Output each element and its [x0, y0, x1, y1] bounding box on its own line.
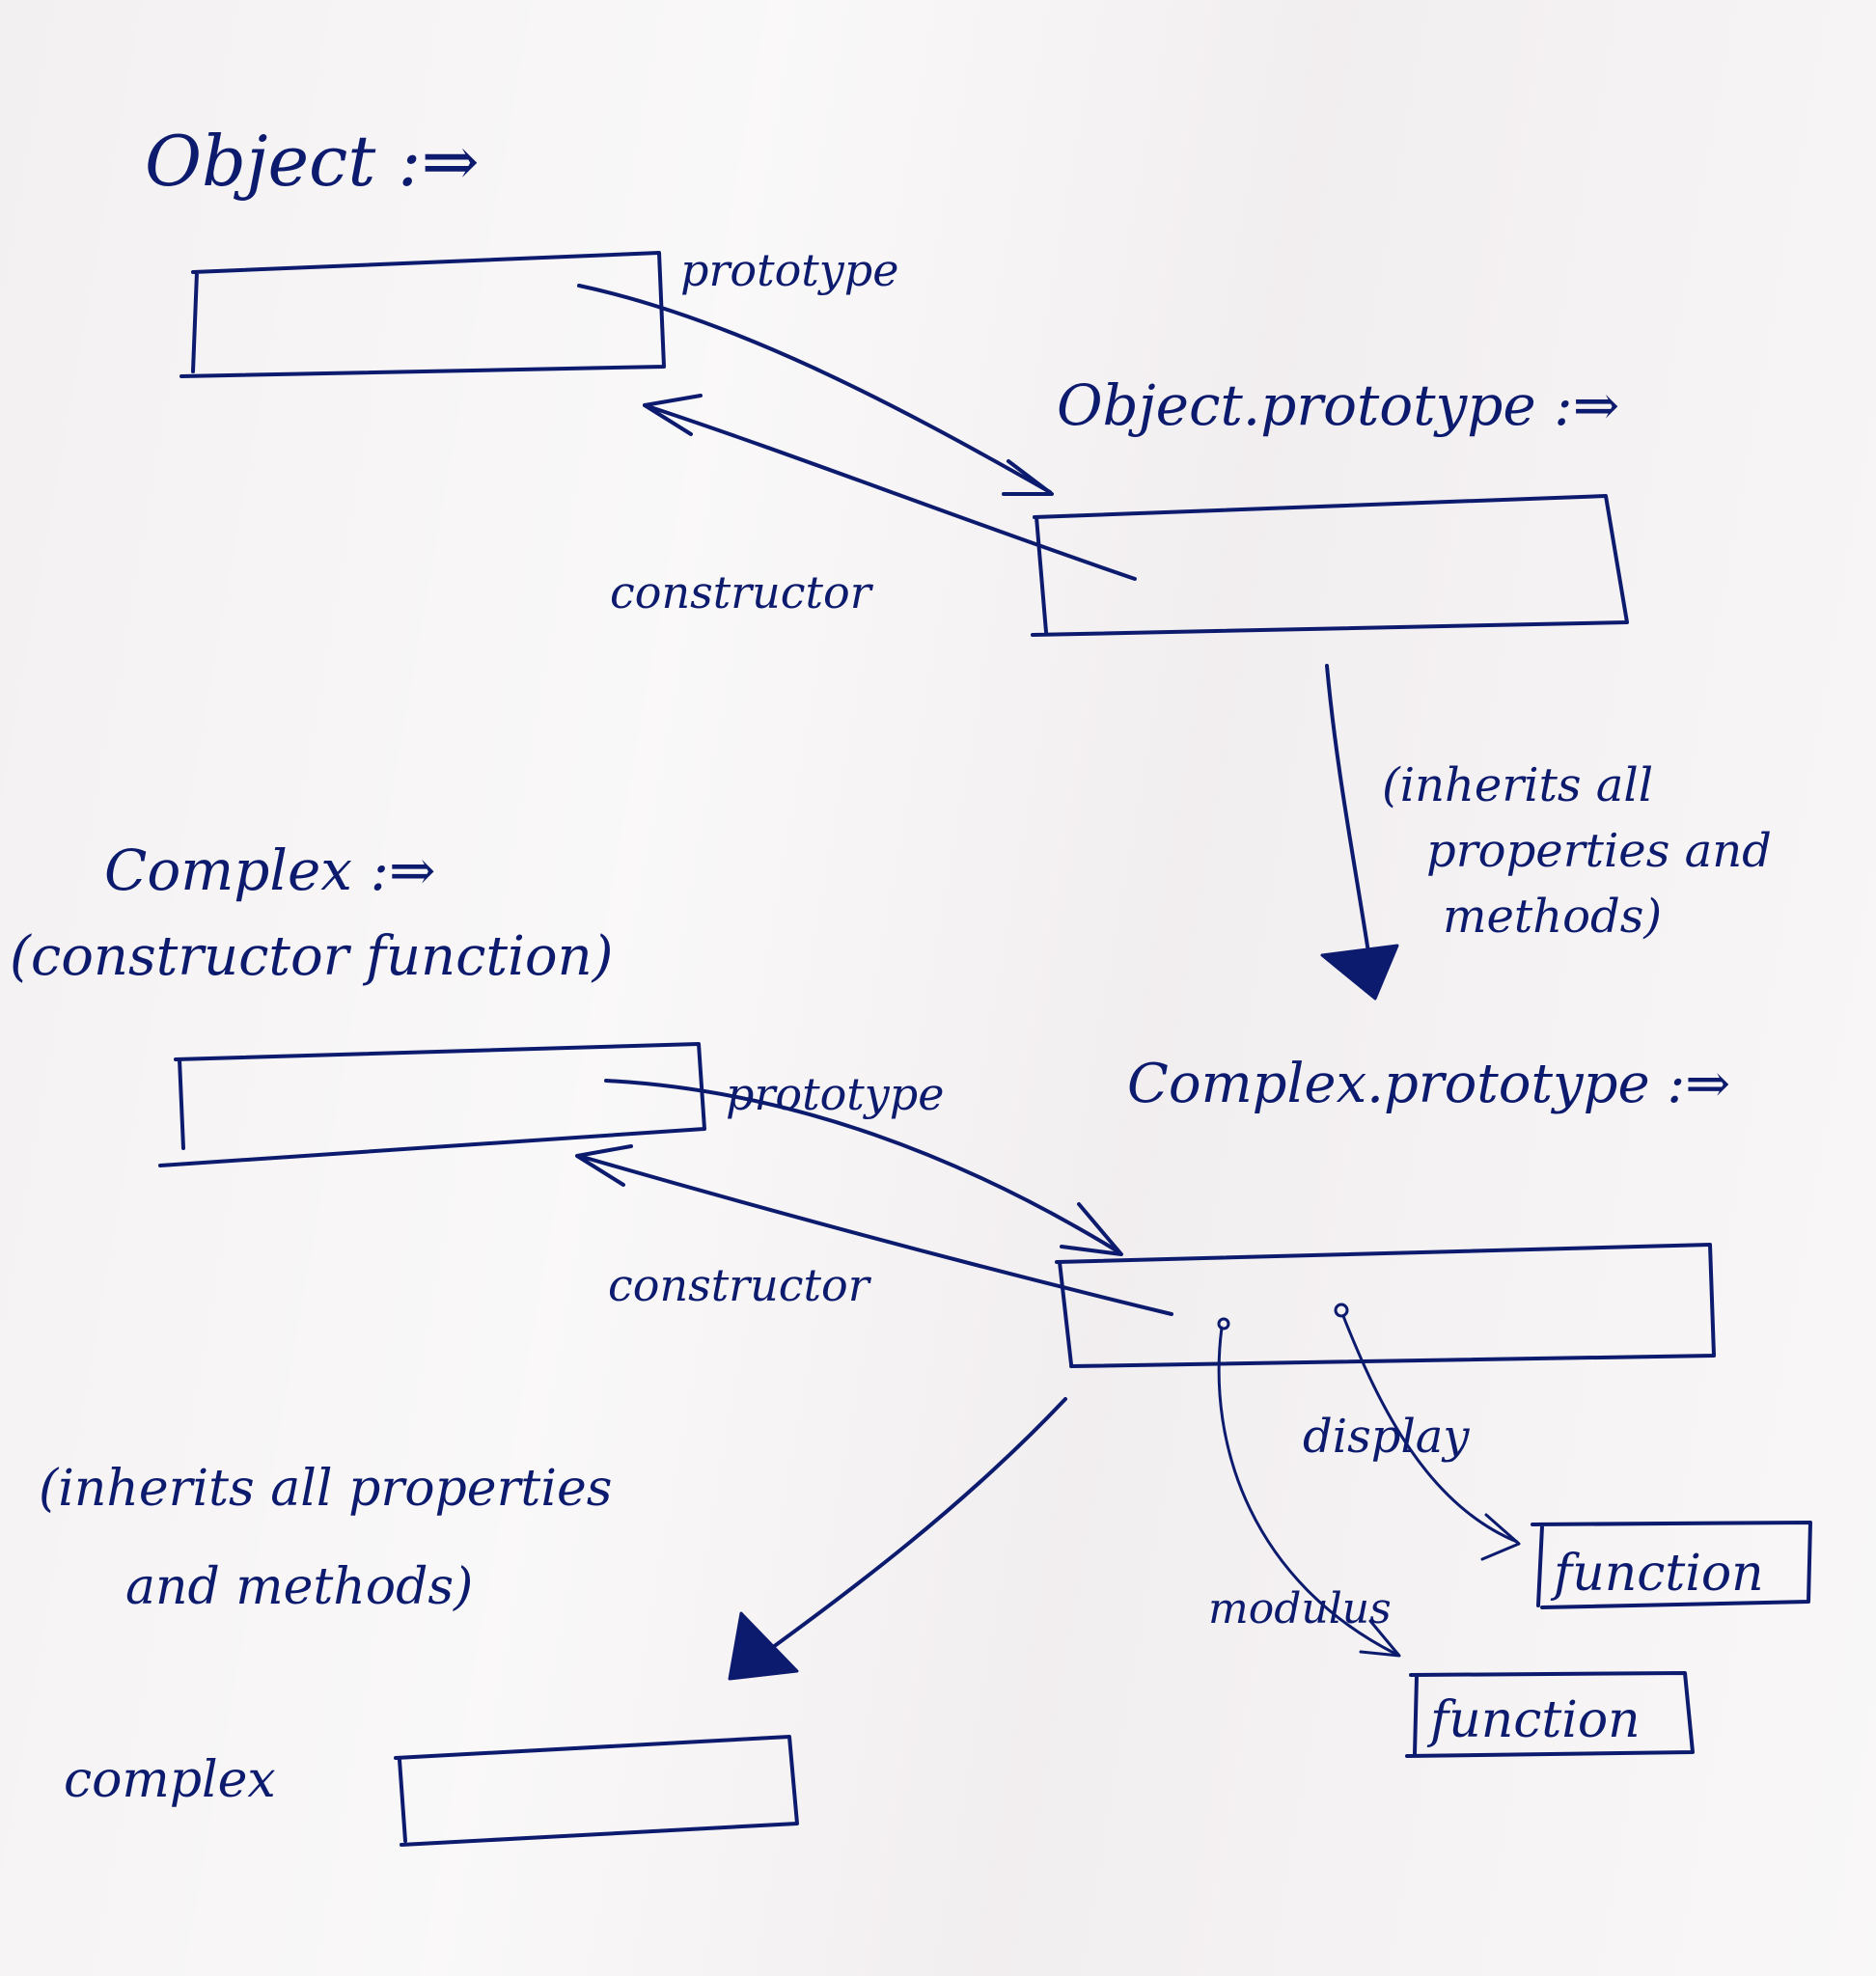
display-edge-label: display [1303, 1410, 1470, 1464]
function-box-2-label: function [1426, 1691, 1641, 1749]
complex-box [158, 1042, 706, 1167]
complex-prototype-title: Complex.prototype :⇒ [1127, 1053, 1730, 1115]
inherits-note-bottom-line2: and methods) [125, 1558, 473, 1616]
inherits-arrowhead-top [1320, 944, 1399, 1001]
modulus-pointer-origin [1217, 1317, 1230, 1331]
inherits-note-top-line3: methods) [1443, 890, 1662, 944]
object-constructor-arrow [643, 403, 1137, 581]
display-pointer-origin [1334, 1303, 1349, 1318]
complex-constructor-arrowhead [575, 1144, 633, 1187]
function-box-1-label: function [1550, 1545, 1764, 1603]
modulus-arrowhead [1359, 1619, 1401, 1658]
object-constructor-edge-label: constructor [610, 566, 874, 618]
modulus-edge-label: modulus [1208, 1584, 1392, 1633]
function-box-2 [1405, 1671, 1695, 1758]
display-arrow [1341, 1314, 1519, 1544]
complex-prototype-arrowhead [1060, 1202, 1123, 1256]
inherits-note-top-line2: properties and [1426, 824, 1772, 878]
modulus-arrow [1217, 1326, 1397, 1656]
function-box-1 [1531, 1521, 1812, 1609]
instance-box [394, 1735, 799, 1847]
inherits-note-bottom-line1: (inherits all properties [39, 1460, 612, 1518]
inherits-arrow-top [1325, 664, 1372, 967]
object-prototype-edge-label: prototype [680, 244, 898, 296]
complex-prototype-edge-label: prototype [726, 1068, 944, 1120]
inherits-note-top-line1: (inherits all [1382, 758, 1653, 812]
inherits-arrow-bottom [757, 1397, 1067, 1660]
object-title: Object :⇒ [145, 121, 480, 202]
object-constructor-arrowhead [643, 394, 703, 436]
complex-title: Complex :⇒ [104, 837, 436, 903]
complex-prototype-arrow [604, 1079, 1121, 1254]
complex-constructor-arrow [577, 1154, 1173, 1316]
object-prototype-arrowhead [1002, 459, 1054, 496]
complex-subtitle: (constructor function) [10, 925, 614, 988]
instance-label: complex [64, 1751, 276, 1809]
complex-prototype-box [1055, 1243, 1716, 1368]
inherits-arrowhead-bottom [728, 1611, 799, 1681]
object-box [179, 251, 666, 378]
display-arrowhead [1480, 1513, 1521, 1561]
object-prototype-arrow [577, 284, 1052, 494]
object-prototype-title: Object.prototype :⇒ [1057, 372, 1619, 438]
object-prototype-box [1031, 494, 1629, 637]
complex-constructor-edge-label: constructor [608, 1259, 872, 1311]
